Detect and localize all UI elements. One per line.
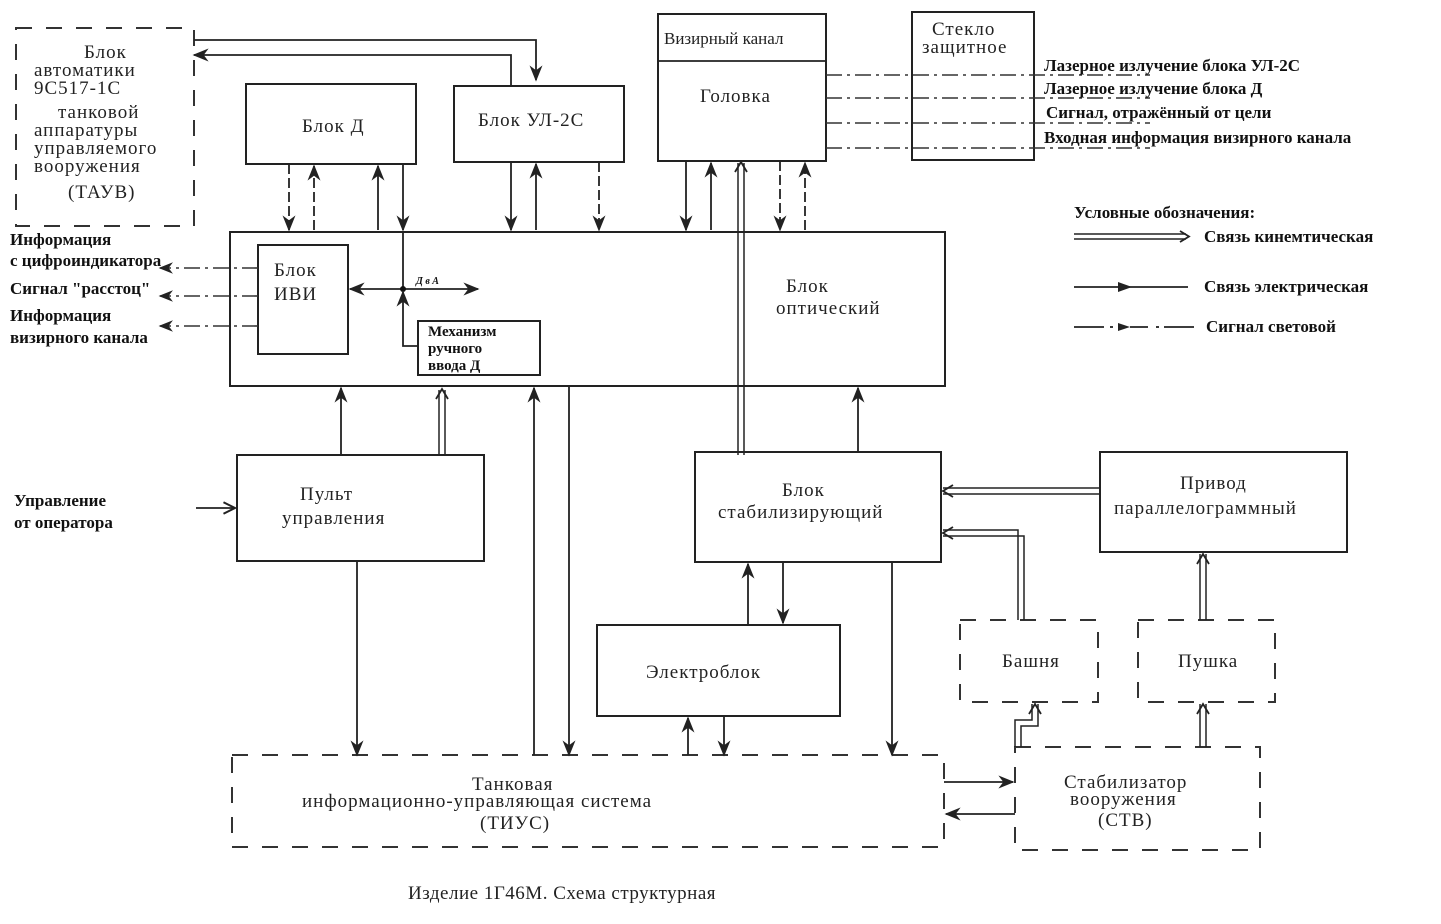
operator-input-label-2: от оператора: [14, 513, 113, 532]
svg-text:(ТАУВ): (ТАУВ): [68, 182, 136, 203]
legend-item-kinematic: Связь кинемтическая: [1074, 227, 1373, 246]
manual-input-label-1: Механизм: [428, 324, 496, 340]
drive-label-2: параллелограммный: [1114, 498, 1297, 519]
block-d: [245, 83, 417, 165]
turret-block: [959, 619, 1099, 703]
connections: [158, 39, 1210, 821]
control-panel-block: [236, 454, 485, 562]
stv-label-3: (СТВ): [1098, 810, 1153, 831]
svg-text:танковой: танковой: [58, 102, 139, 123]
signal-input-info: Входная информация визирного канала: [1044, 128, 1352, 147]
optical-label-2: оптический: [776, 298, 881, 319]
vizir-header: Визирный канал: [664, 29, 784, 48]
optical-block: [229, 231, 946, 387]
gun-label: Пушка: [1178, 651, 1238, 672]
tius-label-1: Танковая: [472, 774, 553, 795]
manual-input-label-2: ручного: [428, 341, 482, 357]
left-signal-labels: Информация с цифроиндикатора Сигнал "рас…: [10, 230, 162, 347]
block-d-label: Блок Д: [302, 116, 365, 137]
ivi-block: [257, 244, 349, 355]
svg-text:автоматики: автоматики: [34, 60, 136, 81]
right-signal-labels: Лазерное излучение блока УЛ-2С Лазерное …: [1044, 56, 1352, 147]
legend-item-electric: Связь электрическая: [1074, 277, 1368, 296]
control-panel-label-1: Пульт: [300, 484, 353, 505]
legend-title: Условные обозначения:: [1074, 203, 1255, 222]
signal-reflected: Сигнал, отражённый от цели: [1046, 103, 1272, 122]
left-signal-1a: Информация: [10, 230, 111, 249]
stabilizing-label-2: стабилизирующий: [718, 502, 883, 523]
turret-label: Башня: [1002, 651, 1060, 672]
tius-block: [231, 754, 945, 848]
control-panel-label-2: управления: [282, 508, 385, 529]
protective-glass-label-2: защитное: [922, 37, 1007, 58]
legend: Условные обозначения: Связь кинемтическа…: [1074, 203, 1373, 336]
manual-input-label-3: ввода Д: [428, 358, 481, 374]
signal-laser-d: Лазерное излучение блока Д: [1044, 79, 1263, 98]
drive-label-1: Привод: [1180, 473, 1247, 494]
diagram-caption: Изделие 1Г46М. Схема структурная: [408, 883, 716, 904]
manual-input-block: [417, 320, 541, 376]
svg-text:управляемого: управляемого: [34, 138, 157, 159]
optical-label-1: Блок: [786, 276, 829, 297]
electroblock: [596, 624, 841, 717]
ivi-label-1: Блок: [274, 260, 317, 281]
operator-input-label-1: Управление: [14, 491, 106, 510]
tius-label-2: информационно-управляющая система: [302, 791, 652, 812]
svg-text:вооружения: вооружения: [34, 156, 141, 177]
tius-label-3: (ТИУС): [480, 813, 550, 834]
golovka-block: [657, 13, 827, 162]
weapon-stabilizer-block: [1014, 746, 1261, 851]
legend-item-light: Сигнал световой: [1074, 317, 1336, 336]
left-signal-2: Сигнал "расстоц": [10, 279, 150, 298]
block-ul2s-label: Блок УЛ-2С: [478, 110, 584, 131]
left-signal-3a: Информация: [10, 306, 111, 325]
stabilizing-block: [694, 451, 942, 563]
electroblock-label: Электроблок: [646, 662, 761, 683]
tauv-block: [15, 27, 195, 227]
legend-label-kinematic: Связь кинемтическая: [1204, 227, 1373, 246]
signal-laser-ul2s: Лазерное излучение блока УЛ-2С: [1044, 56, 1300, 75]
protective-glass-block: [911, 11, 1035, 161]
legend-label-light: Сигнал световой: [1206, 317, 1336, 336]
stv-label-2: вооружения: [1070, 789, 1177, 810]
stabilizing-label-1: Блок: [782, 480, 825, 501]
tauv-label: Блок автоматики 9С517-1С танковой аппара…: [34, 42, 157, 203]
svg-text:Блок: Блок: [84, 42, 127, 63]
svg-text:аппаратуры: аппаратуры: [34, 120, 138, 141]
legend-label-electric: Связь электрическая: [1204, 277, 1368, 296]
block-ul2s: [453, 85, 625, 163]
left-signal-3b: визирного канала: [10, 328, 148, 347]
svg-text:9С517-1С: 9С517-1С: [34, 78, 121, 99]
parallelogram-drive-block: [1099, 451, 1348, 553]
left-signal-1b: с цифроиндикатора: [10, 251, 162, 270]
golovka-label: Головка: [700, 86, 771, 107]
ivi-label-2: ИВИ: [274, 284, 317, 305]
junction-label: Д в А: [415, 276, 439, 287]
stv-label-1: Стабилизатор: [1064, 772, 1187, 793]
protective-glass-label-1: Стекло: [932, 19, 995, 40]
